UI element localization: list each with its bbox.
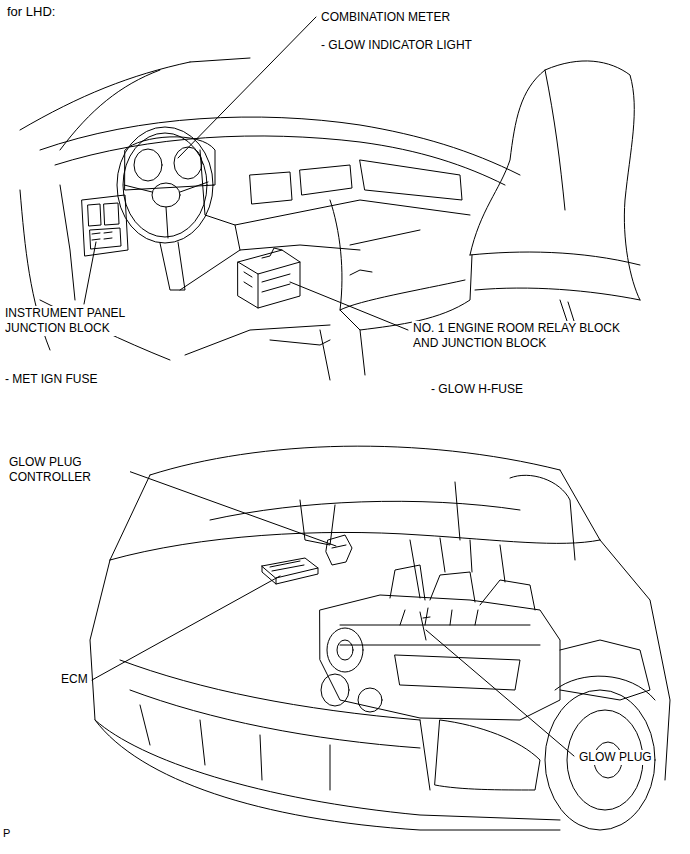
leader-line [178,17,316,158]
leader-line [92,576,280,680]
part-name: ECM [60,672,89,687]
part-name: GLOW PLUG [578,750,653,765]
sub-item: - GLOW INDICATOR LIGHT [320,38,473,53]
sub-item: - GLOW H-FUSE [430,382,524,397]
part-name: COMBINATION METER [320,10,451,25]
part-name: GLOW PLUG CONTROLLER [8,455,130,485]
page-mark: P [2,826,11,841]
sub-item: - MET IGN FUSE [4,372,98,387]
leader-line [84,242,96,304]
leader-lines [84,17,574,756]
leader-line [426,630,574,756]
heading-note: for LHD: [6,4,56,19]
part-name: NO. 1 ENGINE ROOM RELAY BLOCK AND JUNCTI… [412,321,644,351]
part-name: INSTRUMENT PANEL JUNCTION BLOCK [4,306,146,336]
vehicle-illustration [90,446,670,830]
leader-line [290,282,408,330]
leader-line [106,463,336,546]
